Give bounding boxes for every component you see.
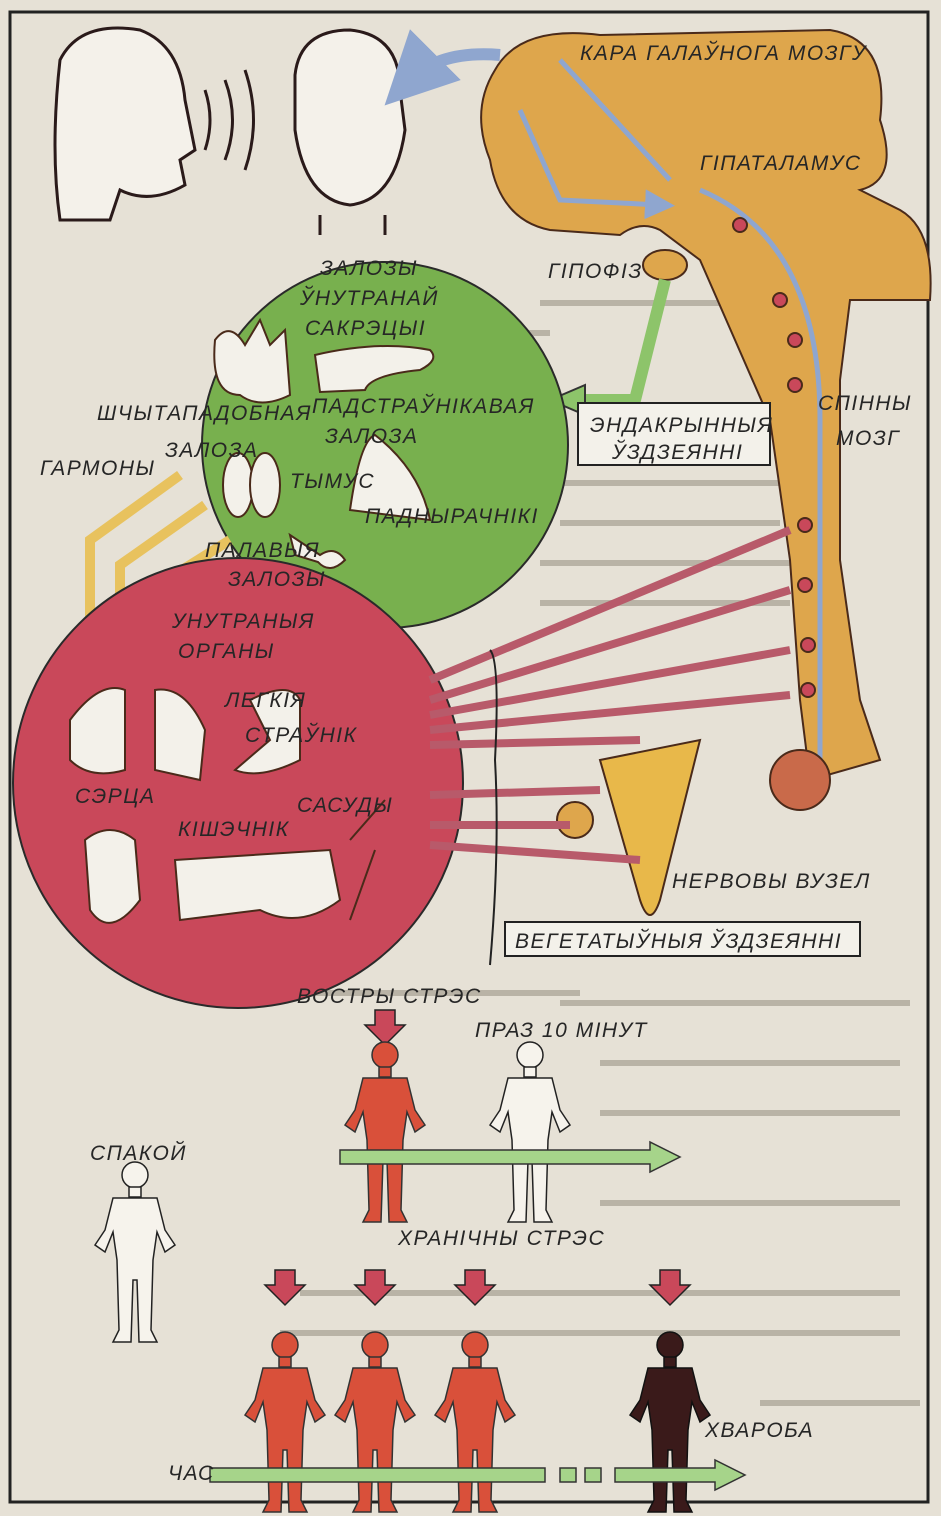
label-glands-title: ЗАЛОЗЫ [320, 257, 418, 280]
label-chronic-stress: ХРАНІЧНЫ СТРЭС [397, 1227, 605, 1250]
spinal-pathway [699, 187, 823, 780]
figure-rest [94, 1161, 176, 1343]
label-thyroid: ШЧЫТАПАДОБНАЯ [97, 402, 312, 425]
figure-disease [629, 1331, 711, 1513]
pituitary-shape [642, 249, 688, 281]
label-glands-title: САКРЭЦЫІ [305, 317, 426, 340]
label-cortex: КАРА ГАЛАЎНОГА МОЗГУ [580, 41, 868, 65]
label-glands-title: ЎНУТРАНАЙ [299, 286, 439, 310]
label-ganglion: НЕРВОВЫ ВУЗЕЛ [672, 870, 871, 893]
label-vegetative-effects: ВЕГЕТАТЫЎНЫЯ ЎЗДЗЕЯННІ [515, 929, 842, 953]
nerve-nodes [556, 217, 831, 839]
figure-chronic-2 [334, 1331, 416, 1513]
organ-illustrations [69, 687, 386, 924]
label-heart: СЭРЦА [75, 785, 156, 808]
label-gonads: ПАЛАВЫЯ [205, 539, 320, 562]
label-pancreas: ЗАЛОЗА [325, 425, 419, 448]
label-vessels: САСУДЫ [297, 794, 393, 817]
label-endocrine-effects: ЎЗДЗЕЯННІ [611, 440, 743, 464]
label-thyroid: ЗАЛОЗА [165, 439, 259, 462]
endocrine-arrow [585, 278, 671, 406]
label-gonads: ЗАЛОЗЫ [228, 568, 326, 591]
label-spinal-cord: МОЗГ [836, 427, 900, 450]
vegetative-effects-box [504, 921, 861, 957]
gland-illustrations [213, 317, 435, 569]
label-disease: ХВАРОБА [704, 1419, 814, 1442]
time-arrows [209, 1140, 747, 1492]
figure-acute-stress [344, 1041, 426, 1223]
endocrine-effects-box [577, 402, 771, 466]
label-endocrine-effects: ЭНДАКРЫННЫЯ [590, 414, 773, 437]
figure-chronic-3 [434, 1331, 516, 1513]
ganglion-shape [598, 738, 702, 916]
label-time: ЧАС [168, 1462, 215, 1485]
label-adrenals: ПАДНЫРАЧНІКІ [365, 505, 539, 528]
label-after-10-min: ПРАЗ 10 МІНУТ [475, 1019, 648, 1042]
label-organs-title: ОРГАНЫ [178, 640, 275, 663]
label-pancreas: ПАДСТРАЎНІКАВАЯ [312, 394, 535, 418]
label-acute-stress: ВОСТРЫ СТРЭС [297, 985, 482, 1008]
label-rest: СПАКОЙ [90, 1142, 187, 1165]
label-hormones: ГАРМОНЫ [40, 457, 156, 480]
label-organs-title: УНУТРАНЫЯ [171, 610, 315, 633]
label-stomach: СТРАЎНІК [245, 723, 358, 747]
label-hypothalamus: ГІПАТАЛАМУС [700, 152, 862, 175]
figure-after-10-min [489, 1041, 571, 1223]
perception-arrow [384, 29, 501, 106]
label-pituitary: ГІПОФІЗ [548, 260, 643, 283]
figure-chronic-1 [244, 1331, 326, 1513]
nerve-arrows [428, 526, 792, 864]
label-intestine: КІШЭЧНІК [178, 818, 290, 841]
label-spinal-cord: СПІННЫ [818, 392, 912, 415]
label-lungs: ЛЕГКІЯ [223, 689, 306, 712]
bracket [489, 649, 498, 966]
speaking-man-illustration [53, 26, 255, 222]
stress-arrows [263, 1009, 692, 1307]
brain-illustration [480, 28, 932, 916]
listening-man-illustration [293, 28, 407, 235]
background-page-text [280, 300, 920, 1406]
label-thymus: ТЫМУС [290, 470, 375, 493]
